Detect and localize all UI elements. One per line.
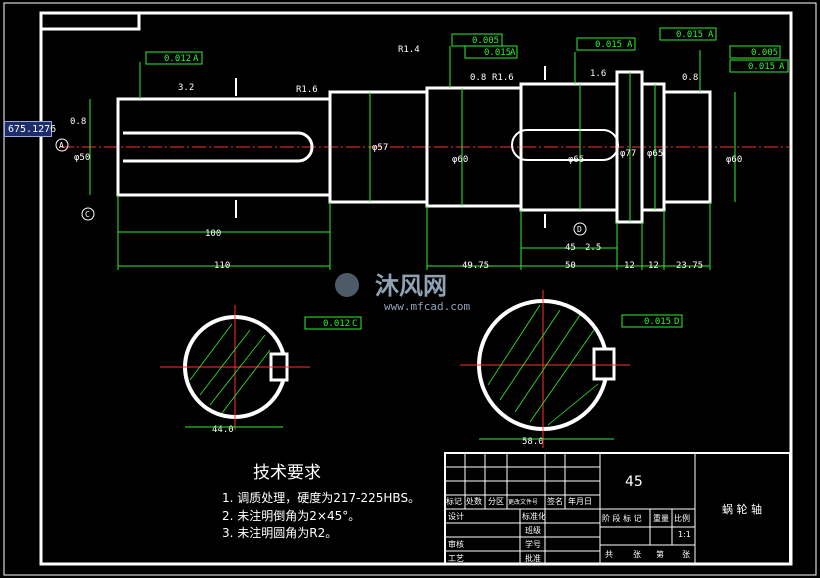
section-view-left	[160, 305, 310, 430]
svg-text:0.015: 0.015	[644, 317, 671, 327]
mid-label-2: 学号	[525, 540, 541, 549]
dimension-texts: 100 110 49.75 50 45 2.5 12 12 23.75 44.0…	[70, 45, 742, 447]
row-label-0: 标记	[446, 497, 462, 506]
svg-text:C: C	[352, 319, 357, 329]
svg-text:2.5: 2.5	[585, 243, 601, 253]
svg-text:φ77: φ77	[620, 149, 636, 159]
svg-text:D: D	[577, 225, 582, 234]
svg-text:A: A	[627, 40, 633, 50]
material-label: 45	[625, 474, 643, 490]
svg-text:R1.4: R1.4	[398, 45, 420, 55]
svg-text:φ65: φ65	[647, 149, 663, 159]
left-label-1: 审核	[448, 540, 464, 549]
svg-text:58.0: 58.0	[522, 437, 544, 447]
svg-text:φ65: φ65	[568, 155, 584, 165]
sheet-label-3: 张	[682, 550, 690, 559]
corner-tab	[39, 11, 141, 31]
section-view-right	[460, 290, 630, 448]
sheet-label-0: 共	[605, 550, 613, 559]
row-label-1: 处数	[466, 497, 482, 506]
left-label-2: 工艺	[448, 554, 464, 563]
section-hatching	[189, 304, 599, 426]
svg-text:D: D	[674, 317, 679, 327]
title-block	[444, 452, 791, 565]
stage-label-2: 比例	[674, 514, 690, 523]
sheet-label-1: 张	[633, 550, 641, 559]
svg-text:0.005: 0.005	[751, 48, 778, 58]
outer-frame	[3, 2, 817, 576]
svg-text:50: 50	[565, 261, 576, 271]
mid-label-3: 批准	[525, 554, 541, 563]
svg-text:φ50: φ50	[74, 153, 90, 163]
svg-text:12: 12	[648, 261, 659, 271]
tech-note-1: 1. 调质处理，硬度为217-225HBS。	[222, 491, 421, 505]
svg-text:A: A	[510, 48, 516, 58]
svg-text:0.8: 0.8	[682, 73, 698, 83]
svg-text:3.2: 3.2	[178, 83, 194, 93]
row-label-3: 更改文件号	[508, 499, 539, 506]
svg-text:1.6: 1.6	[590, 69, 606, 79]
drawing-border	[39, 11, 793, 566]
scale-value: 1:1	[678, 530, 691, 539]
svg-text:23.75: 23.75	[676, 261, 703, 271]
svg-text:110: 110	[214, 261, 230, 271]
svg-text:0.015: 0.015	[748, 62, 775, 72]
svg-text:0.8: 0.8	[70, 117, 86, 127]
svg-text:A: A	[708, 30, 714, 40]
svg-text:0.015: 0.015	[484, 48, 511, 58]
svg-text:A: A	[59, 141, 64, 150]
svg-text:45: 45	[565, 243, 576, 253]
sheet-label-2: 第	[656, 550, 664, 559]
svg-text:0.015: 0.015	[676, 30, 703, 40]
svg-text:φ57: φ57	[372, 143, 388, 153]
dimension-lines	[89, 46, 736, 270]
tolerance-frames	[145, 27, 789, 330]
svg-text:R1.6: R1.6	[492, 73, 514, 83]
stage-label-0: 阶 段 标 记	[602, 514, 642, 523]
watermark: 沐风网 www.mfcad.com	[335, 272, 470, 313]
svg-text:12: 12	[624, 261, 635, 271]
svg-text:R1.6: R1.6	[296, 85, 318, 95]
svg-text:A: A	[779, 62, 785, 72]
row-label-4: 签名	[547, 497, 563, 506]
shaft-outline	[116, 70, 712, 224]
svg-text:A: A	[193, 54, 199, 64]
mid-label-0: 标准化	[522, 512, 546, 521]
datum-markers	[55, 138, 587, 236]
mid-label-1: 班级	[525, 526, 541, 535]
stage-label-1: 重量	[653, 514, 669, 523]
svg-text:0.8: 0.8	[470, 73, 486, 83]
svg-text:C: C	[85, 210, 90, 219]
svg-text:0.005: 0.005	[472, 36, 499, 46]
svg-text:0.012: 0.012	[323, 319, 350, 329]
tech-requirements-title: 技术要求	[253, 463, 321, 483]
svg-text:49.75: 49.75	[462, 261, 489, 271]
coordinate-readout: 675.1276	[4, 121, 56, 137]
section-marks	[235, 66, 546, 228]
svg-text:44.0: 44.0	[212, 425, 234, 435]
row-label-2: 分区	[488, 497, 504, 506]
svg-text:φ60: φ60	[726, 155, 742, 165]
tech-note-2: 2. 未注明倒角为2×45°。	[222, 509, 361, 523]
part-name: 蜗 轮 轴	[722, 503, 762, 516]
svg-text:0.015: 0.015	[595, 40, 622, 50]
datum-labels: A C D	[59, 141, 582, 234]
row-label-5: 年月日	[568, 497, 592, 506]
svg-text:φ60: φ60	[452, 155, 468, 165]
svg-text:0.012: 0.012	[164, 54, 191, 64]
tech-note-3: 3. 未注明圆角为R2。	[222, 526, 338, 540]
svg-text:沐风网: 沐风网	[375, 272, 447, 300]
svg-text:100: 100	[205, 229, 221, 239]
left-label-0: 设计	[448, 512, 464, 521]
svg-text:www.mfcad.com: www.mfcad.com	[384, 300, 470, 313]
